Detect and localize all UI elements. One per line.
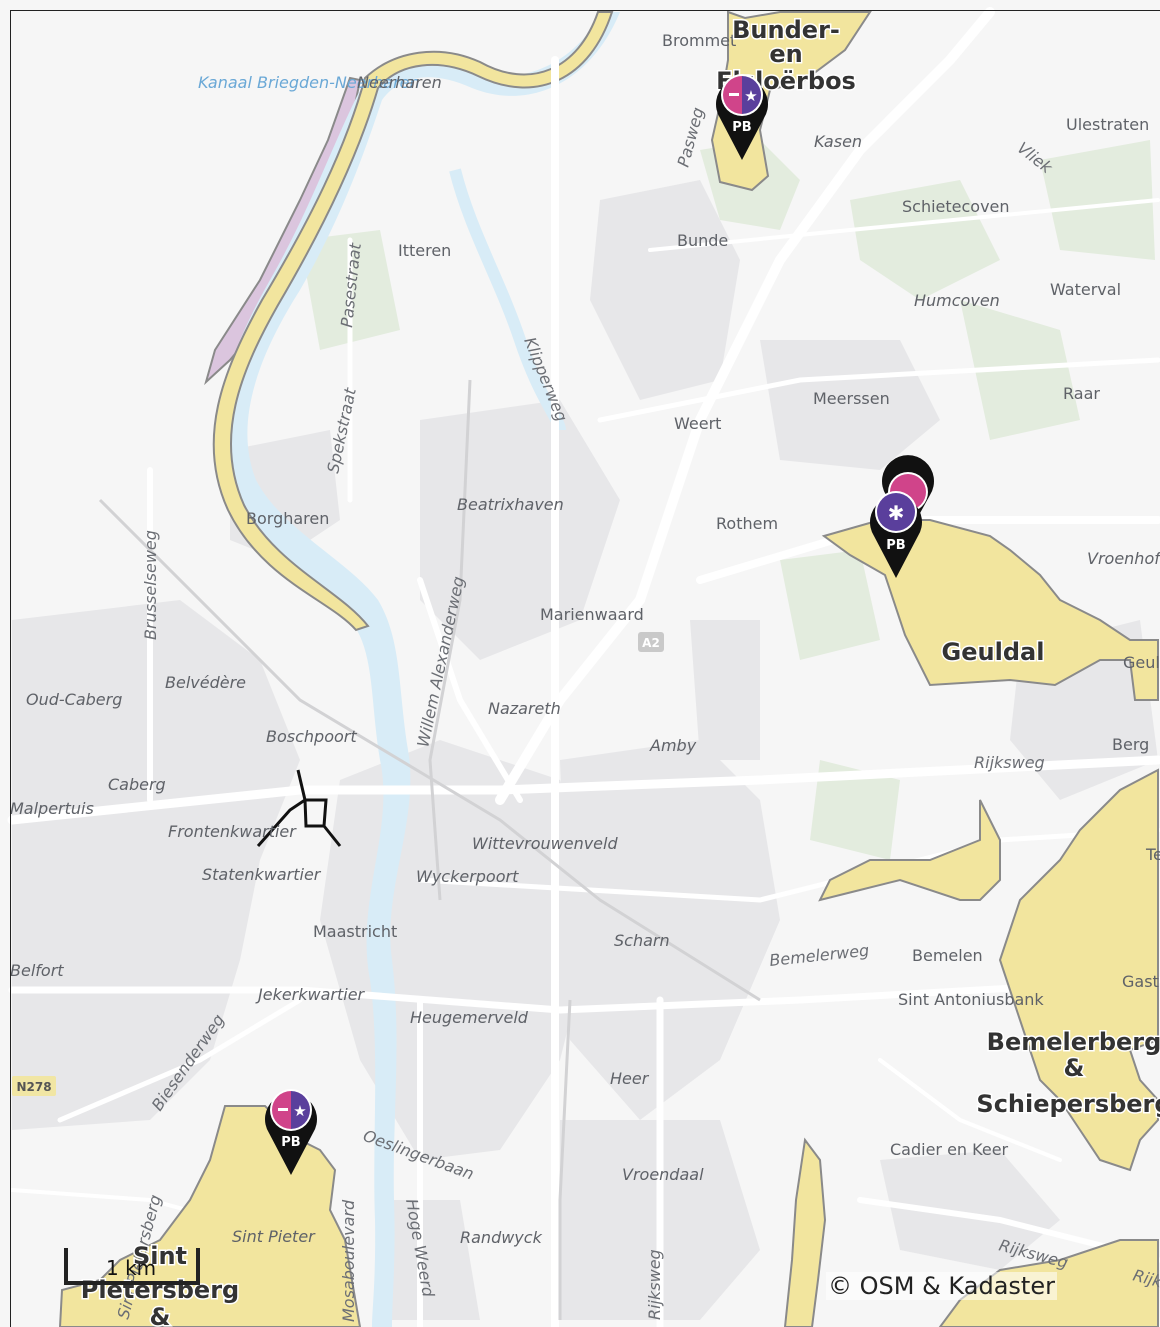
place-label: Randwyck [460,1228,543,1247]
area-bemelerberg-schiepersberg [998,768,1159,1172]
place-label: Terblijt [1145,845,1160,864]
place-label: Raar [1063,384,1100,403]
place-label: Frontenkwartier [168,822,297,841]
place-label: Humcoven [914,291,1000,310]
place-label: Wittevrouwenveld [472,834,618,853]
area-label-bemelerberg: & [1064,1054,1085,1082]
star-icon: ★ [744,87,757,105]
road-shield-a2: A2 [638,632,664,652]
map-marker[interactable]: ★ PB [716,74,768,160]
area-geuldal [821,519,1159,701]
place-label: Sint Pieter [232,1227,316,1246]
scale-label: 1 km [106,1256,157,1280]
street-label: Mosaboulevard [339,1199,358,1322]
place-label: Geulhem [1123,653,1160,672]
street-label: Rijksweg [645,1249,664,1320]
place-label: Borgharen [246,509,329,528]
place-label: Bunde [677,231,728,250]
place-label: Beatrixhaven [457,495,564,514]
place-label: Kasen [814,132,862,151]
svg-text:A2: A2 [642,636,660,650]
place-label: Caberg [108,775,166,794]
street-label: Brusselseweg [141,530,160,640]
place-label: Gasthuis [1122,972,1160,991]
place-label: Meerssen [813,389,890,408]
area-label-bunder: Bunder- [732,16,840,44]
place-label: Amby [649,736,697,755]
marker-label: PB [732,120,751,135]
marker-label: PB [886,538,905,553]
river-bank-area [212,11,614,632]
place-label: Rothem [716,514,778,533]
place-label: Itteren [398,241,451,260]
place-label: Vroenhof [1087,549,1160,568]
area-cadier-keer [818,799,1001,902]
attribution: © OSM & Kadaster [826,1272,1057,1300]
place-label: Boschpoort [266,727,357,746]
area-label-sint-pietersberg: & [150,1303,171,1327]
area-label-bunder: en [769,40,802,68]
map-marker[interactable]: ✱ PB [870,455,934,578]
green-areas [300,140,1155,860]
place-label: Statenkwartier [202,865,322,884]
map-marker[interactable]: ★ PB [265,1089,317,1175]
scale-bar [64,1248,200,1285]
place-label: Weert [674,414,721,433]
place-label: Maastricht [313,922,397,941]
place-label: Jekerkwartier [255,985,366,1004]
place-label: Neerharen [357,73,442,92]
place-label: Vroendaal [622,1165,704,1184]
road-shield-n278: N278 [12,1076,56,1096]
star-icon: ★ [293,1102,306,1120]
place-label: Malpertuis [10,799,94,818]
place-label: Cadier en Keer [890,1140,1009,1159]
area-south-strip [783,1137,827,1327]
place-label: Ulestraten [1066,115,1149,134]
water-label: Kanaal Briegden-Neerharen [198,73,420,92]
place-label: Heugemerveld [410,1008,529,1027]
svg-text:N278: N278 [16,1080,51,1094]
street-label: Rijksweg [974,753,1045,772]
area-label-sint-pietersberg: Pietersberg [81,1276,239,1304]
place-label: Berg [1112,735,1149,754]
area-label-bemelerberg: Schiepersberg [976,1090,1160,1118]
marker-label: PB [281,1135,300,1150]
place-label: Belvédère [165,673,246,692]
area-label-geuldal: Geuldal [942,638,1045,666]
place-labels: Brommet Neerharen Itteren Bunde Kasen Ul… [10,31,1160,1247]
asterisk-icon: ✱ [888,501,905,525]
place-label: Brommet [662,31,736,50]
place-label: Scharn [614,931,670,950]
area-label-bemelerberg: Bemelerberg [987,1028,1160,1056]
place-label: Marienwaard [540,605,644,624]
railways [98,379,761,1320]
place-label: Waterval [1050,280,1121,299]
place-label: Belfort [10,961,64,980]
area-label-sint-pietersberg: Sint [133,1242,187,1270]
place-label: Nazareth [488,699,561,718]
place-label: Wyckerpoort [416,867,519,886]
route-line [256,769,342,847]
place-label: Bemelen [912,946,983,965]
place-label: Heer [610,1069,650,1088]
place-label: Schietecoven [902,197,1010,216]
place-label: Oud-Caberg [26,690,122,709]
place-label: Sint Antoniusbank [898,990,1044,1009]
